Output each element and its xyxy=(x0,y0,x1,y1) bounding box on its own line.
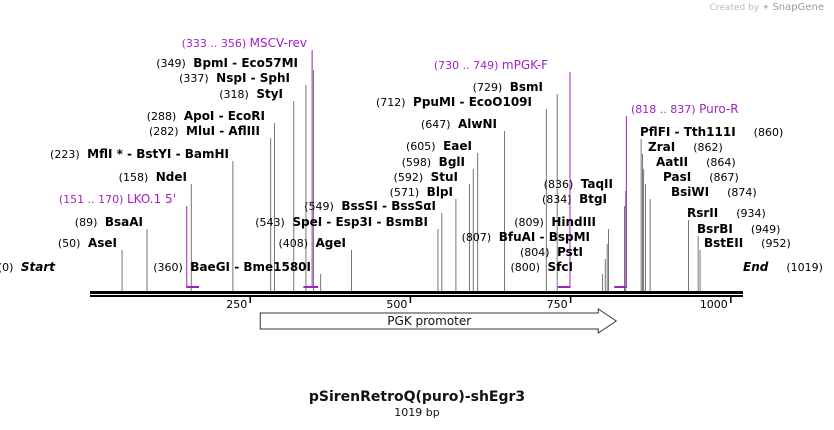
primer-label: (730 .. 749) mPGK-F xyxy=(434,58,548,72)
restriction-site-label: (223) MflI * - BstYI - BamHI xyxy=(50,147,229,161)
credit-prefix: Created by xyxy=(709,3,760,13)
ruler: 250 500 750 1000 xyxy=(226,297,732,311)
restriction-site-label: (282) MluI - AflIII xyxy=(149,124,260,138)
restriction-site-label: BsiWI(874) xyxy=(671,185,757,199)
restriction-site-label: (729) BsmI xyxy=(473,80,543,94)
restriction-site-label: (807) BfuAI - BspMI xyxy=(462,230,590,244)
restriction-site-label: (408) AgeI xyxy=(278,236,346,250)
site-lines xyxy=(121,50,701,291)
primer-label: (151 .. 170) LKO.1 5' xyxy=(59,192,176,206)
endpoint-label: End(1019) xyxy=(743,260,823,274)
restriction-site-label: (50) AseI xyxy=(58,236,117,250)
restriction-site-label: (712) PpuMI - EcoO109I xyxy=(376,95,532,109)
credit-brand: SnapGene xyxy=(772,2,824,13)
plasmid-name: pSirenRetroQ(puro)-shEgr3 xyxy=(308,389,526,405)
primer-bind-marker xyxy=(303,286,319,288)
restriction-site-label: (349) BpmI - Eco57MI xyxy=(156,56,298,70)
restriction-site-label: (647) AlwNI xyxy=(421,117,497,131)
restriction-site-label: ZraI(862) xyxy=(648,140,723,154)
primer-bind-marker xyxy=(614,286,627,288)
restriction-site-label: (337) NspI - SphI xyxy=(179,71,290,85)
restriction-site-label: PasI(867) xyxy=(663,170,739,184)
ruler-label: 500 xyxy=(386,298,407,311)
primer-bind-marker xyxy=(186,286,199,288)
primer-label: (818 .. 837) Puro-R xyxy=(631,102,739,116)
primer-bind-marker xyxy=(557,286,570,288)
restriction-site-label: (549) BssSI - BssSαI xyxy=(304,199,436,213)
feature-arrow xyxy=(259,308,618,334)
restriction-site-label: AatII(864) xyxy=(656,155,736,169)
snapgene-logo-icon: ✦ xyxy=(762,3,770,13)
feature-track: PGK promoter xyxy=(259,308,618,334)
dna-backbone xyxy=(90,291,743,297)
snapgene-credit: Created by ✦ SnapGene xyxy=(710,2,824,13)
restriction-site-label: (158) NdeI xyxy=(119,170,187,184)
ruler-label: 1000 xyxy=(700,298,728,311)
restriction-site-label: (288) ApoI - EcoRI xyxy=(147,109,265,123)
restriction-site-label: (318) StyI xyxy=(219,87,283,101)
restriction-site-label: (89) BsaAI xyxy=(75,215,143,229)
restriction-site-label: (834) BtgI xyxy=(542,192,607,206)
restriction-site-label: BsrBI(949) xyxy=(697,222,780,236)
backbone-bottom-strand xyxy=(90,295,743,297)
restriction-site-label: (800) SfcI xyxy=(510,260,573,274)
restriction-site-label: (605) EaeI xyxy=(406,139,472,153)
restriction-site-label: (836) TaqII xyxy=(544,177,613,191)
feature-label: PGK promoter xyxy=(387,314,471,328)
restriction-site-label: (809) HindIII xyxy=(514,215,596,229)
restriction-site-label: BstEII(952) xyxy=(704,236,791,250)
site-labels: (0) Start End(1019) (50) AseI (89) BsaAI (15… xyxy=(0,36,823,274)
restriction-site-label: (592) StuI xyxy=(394,170,458,184)
restriction-site-label: (598) BglI xyxy=(402,155,465,169)
plasmid-length: 1019 bp xyxy=(394,406,440,419)
endpoint-label: (0) Start xyxy=(0,260,56,274)
ruler-label: 750 xyxy=(547,298,568,311)
backbone-top-strand xyxy=(90,291,743,294)
restriction-site-label: PflFI - Tth111I(860) xyxy=(640,125,783,139)
ruler-label: 250 xyxy=(226,298,247,311)
restriction-site-label: RsrII(934) xyxy=(687,206,766,220)
restriction-site-label: (804) PstI xyxy=(520,245,583,259)
restriction-site-label: (571) BlpI xyxy=(390,185,453,199)
restriction-site-label: (360) BaeGI - Bme1580I xyxy=(153,260,311,274)
primer-label: (333 .. 356) MSCV-rev xyxy=(182,36,307,50)
restriction-site-label: (543) SpeI - Esp3I - BsmBI xyxy=(255,215,428,229)
